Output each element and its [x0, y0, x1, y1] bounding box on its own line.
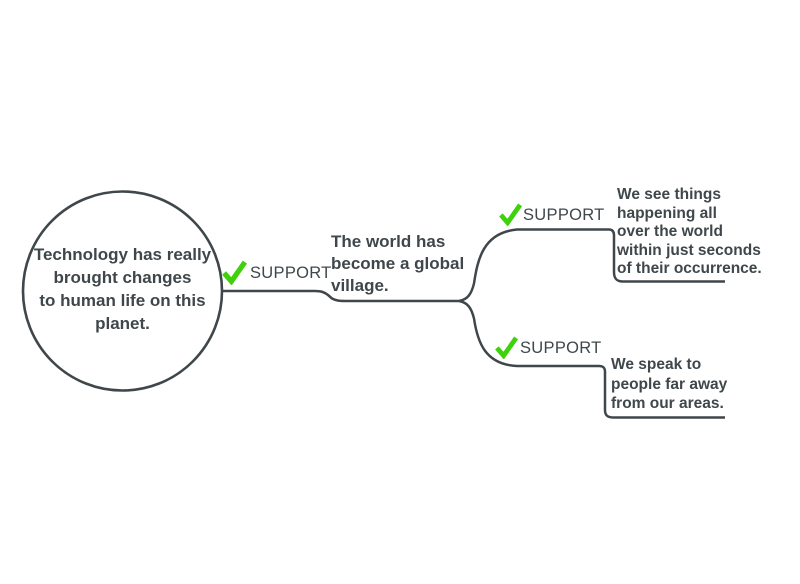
branch-node-text-lower[interactable]: We speak to people far away from our are…	[611, 356, 728, 412]
support-label: SUPPORT	[250, 264, 332, 282]
main-connector-line	[222, 289, 459, 303]
support-label: SUPPORT	[520, 339, 602, 357]
upper-branch-connector-line	[458, 228, 725, 303]
check-icon	[499, 203, 523, 231]
support-label: SUPPORT	[523, 206, 605, 224]
lower-branch-connector-line	[458, 299, 725, 419]
root-node-text[interactable]: Technology has really brought changes to…	[33, 245, 212, 333]
level1-node-text[interactable]: The world has become a global village.	[331, 232, 465, 295]
root-node-circle[interactable]	[21, 190, 224, 392]
branch-node-text-upper[interactable]: We see things happening all over the wor…	[617, 186, 762, 278]
check-icon	[495, 336, 519, 364]
check-icon	[222, 260, 248, 290]
